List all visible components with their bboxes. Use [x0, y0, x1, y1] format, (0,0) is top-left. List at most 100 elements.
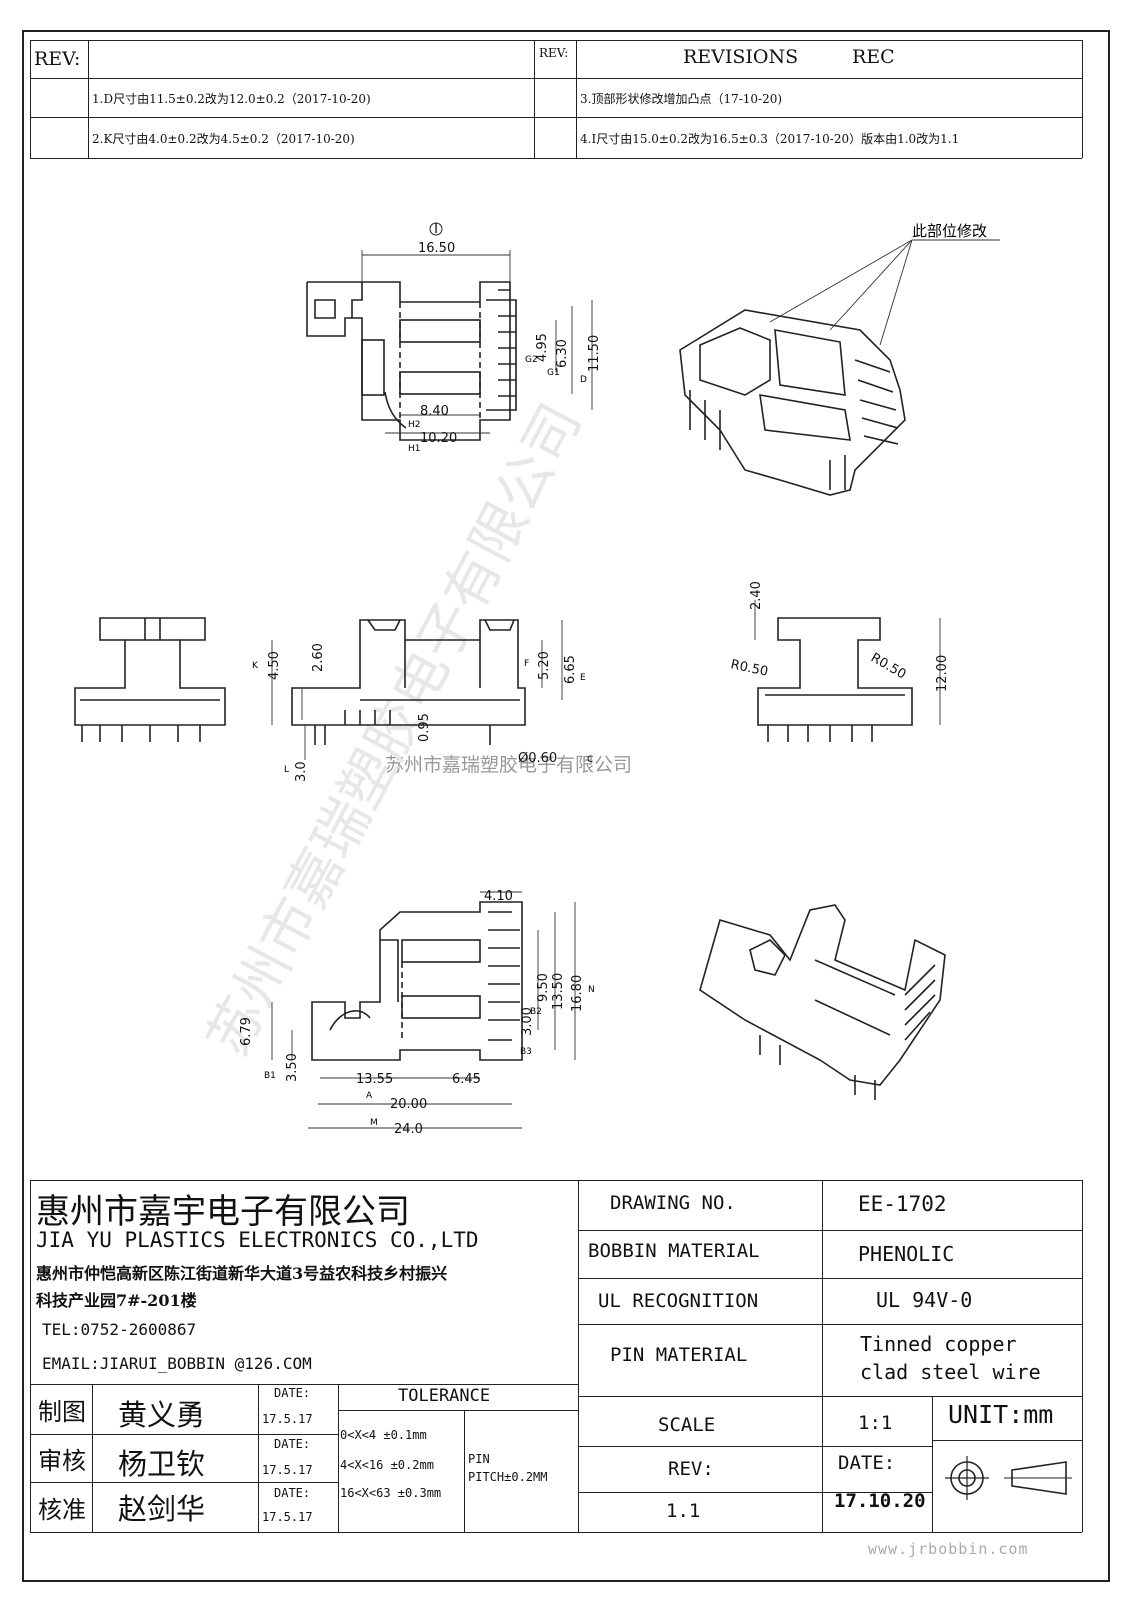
tolerance-label: TOLERANCE	[398, 1386, 491, 1406]
watermark: 苏州市嘉瑞塑胶电子有限公司 苏州市嘉瑞塑胶电子有限公司	[195, 393, 632, 1066]
sheet-border	[22, 30, 1110, 1582]
svg-text:2.40: 2.40	[749, 581, 764, 610]
top-view	[306, 281, 517, 441]
svg-text:B2: B2	[530, 1007, 542, 1017]
svg-text:8.40: 8.40	[420, 404, 449, 419]
svg-text:4.50: 4.50	[267, 651, 282, 680]
svg-text:6.45: 6.45	[452, 1072, 481, 1087]
date-value: 17.10.20	[834, 1490, 926, 1512]
svg-text:3.50: 3.50	[285, 1053, 300, 1082]
role-approved-name: 赵剑华	[118, 1492, 206, 1526]
svg-text:9.50: 9.50	[536, 973, 551, 1002]
svg-text:13.50: 13.50	[551, 973, 566, 1010]
role-drawn-date: 17.5.17	[262, 1412, 313, 1426]
rev-value: 1.1	[666, 1500, 701, 1522]
svg-text:6.65: 6.65	[563, 655, 578, 684]
svg-text:D: D	[580, 375, 587, 385]
svg-text:Ø0.60: Ø0.60	[518, 751, 557, 766]
revisions-rec: REC	[852, 46, 895, 68]
svg-text:苏州市嘉瑞塑胶电子有限公司: 苏州市嘉瑞塑胶电子有限公司	[195, 393, 594, 1066]
bottom-view-dimensions	[271, 891, 576, 1129]
bobbin-material-value: PHENOLIC	[858, 1242, 955, 1266]
pin-material-line-1: Tinned copper	[860, 1332, 1017, 1356]
ul-recognition-value: UL 94V-0	[876, 1288, 973, 1312]
company-email: EMAIL:JIARUI_BOBBIN @126.COM	[42, 1354, 312, 1373]
rev-label: REV:	[668, 1458, 714, 1480]
revision-item-1: 1.D尺寸由11.5±0.2改为12.0±0.2（2017-10-20)	[92, 92, 371, 106]
iso-view-bottom	[699, 904, 946, 1100]
role-checked-label: 审核	[38, 1447, 86, 1475]
rev-label-left: REV:	[34, 48, 81, 70]
svg-text:K: K	[252, 661, 259, 671]
unit-label: UNIT:mm	[948, 1400, 1054, 1429]
front-view-dimensions	[271, 620, 563, 760]
modified-note: 此部位修改	[912, 222, 987, 240]
revisions-title: REVISIONS	[683, 46, 799, 68]
company-tel: TEL:0752-2600867	[42, 1320, 197, 1339]
scale-value: 1:1	[858, 1412, 893, 1434]
left-side-view	[74, 617, 226, 742]
right-end-view	[757, 617, 913, 742]
svg-text:E: E	[580, 673, 586, 683]
rev-label-right: REV:	[539, 46, 569, 60]
role-approved-label: 核准	[38, 1496, 86, 1524]
svg-text:6.30: 6.30	[555, 339, 570, 368]
svg-text:C: C	[587, 755, 593, 765]
drawing-area: 苏州市嘉瑞塑胶电子有限公司 苏州市嘉瑞塑胶电子有限公司 I 16.50 4.95…	[74, 222, 1000, 1137]
svg-text:L: L	[284, 765, 289, 775]
svg-text:F: F	[524, 659, 529, 669]
bobbin-material-label: BOBBIN MATERIAL	[588, 1240, 760, 1262]
svg-text:11.50: 11.50	[587, 335, 602, 372]
role-approved-date-label: DATE:	[274, 1486, 311, 1500]
drawing-no-value: EE-1702	[858, 1192, 947, 1216]
svg-text:R0.50: R0.50	[729, 657, 769, 680]
svg-text:24.0: 24.0	[394, 1122, 423, 1137]
svg-text:4.10: 4.10	[484, 889, 513, 904]
top-view-dimensions	[361, 222, 593, 434]
ul-recognition-label: UL RECOGNITION	[598, 1290, 759, 1312]
svg-text:G2: G2	[525, 355, 538, 365]
svg-text:G1: G1	[547, 368, 560, 378]
svg-text:H2: H2	[408, 420, 421, 430]
tolerance-row-2: 4<X<16 ±0.2mm	[340, 1458, 434, 1472]
svg-text:M: M	[370, 1118, 378, 1128]
date-label: DATE:	[838, 1452, 896, 1474]
svg-text:3.00: 3.00	[520, 1007, 535, 1036]
address-line-1: 惠州市仲恺高新区陈江街道新华大道3号益农科技乡村振兴	[36, 1264, 448, 1283]
pin-material-line-2: clad steel wire	[860, 1360, 1041, 1384]
svg-text:5.20: 5.20	[537, 651, 552, 680]
svg-text:苏州市嘉瑞塑胶电子有限公司: 苏州市嘉瑞塑胶电子有限公司	[385, 754, 632, 776]
revision-item-2: 2.K尺寸由4.0±0.2改为4.5±0.2（2017-10-20)	[92, 132, 355, 146]
company-name-cn: 惠州市嘉宇电子有限公司	[36, 1192, 410, 1232]
drawing-no-label: DRAWING NO.	[610, 1192, 736, 1214]
role-checked-date: 17.5.17	[262, 1463, 313, 1477]
role-approved-date: 17.5.17	[262, 1510, 313, 1524]
svg-text:0.95: 0.95	[417, 713, 432, 742]
right-end-dimensions	[754, 600, 941, 725]
pin-material-label: PIN MATERIAL	[610, 1344, 748, 1366]
role-checked-name: 杨卫钦	[118, 1447, 206, 1481]
svg-text:4.95: 4.95	[535, 333, 550, 362]
revision-item-4: 4.I尺寸由15.0±0.2改为16.5±0.3（2017-10-20）版本由1…	[580, 132, 960, 146]
svg-text:16.50: 16.50	[418, 241, 455, 256]
svg-text:13.55: 13.55	[356, 1072, 393, 1087]
revision-item-3: 3.顶部形状修改增加凸点（17-10-20)	[580, 92, 783, 106]
bottom-view	[311, 901, 523, 1061]
svg-text:B1: B1	[264, 1071, 276, 1081]
tolerance-row-1: 0<X<4 ±0.1mm	[340, 1428, 427, 1442]
modified-leaders	[769, 239, 1000, 346]
pin-label: PIN	[468, 1452, 490, 1466]
scale-label: SCALE	[658, 1414, 716, 1436]
svg-text:B3: B3	[520, 1047, 532, 1057]
address-line-2: 科技产业园7#-201楼	[36, 1291, 197, 1310]
svg-text:R0.50: R0.50	[868, 650, 908, 682]
company-name-en: JIA YU PLASTICS ELECTRONICS CO.,LTD	[36, 1228, 479, 1252]
tolerance-row-3: 16<X<63 ±0.3mm	[340, 1486, 442, 1500]
svg-text:12.00: 12.00	[935, 655, 950, 692]
projection-symbol	[945, 1456, 1072, 1500]
svg-text:H1: H1	[408, 444, 421, 454]
svg-text:6.79: 6.79	[239, 1017, 254, 1046]
svg-text:A: A	[366, 1091, 373, 1101]
svg-text:I: I	[434, 222, 438, 237]
role-checked-date-label: DATE:	[274, 1437, 311, 1451]
